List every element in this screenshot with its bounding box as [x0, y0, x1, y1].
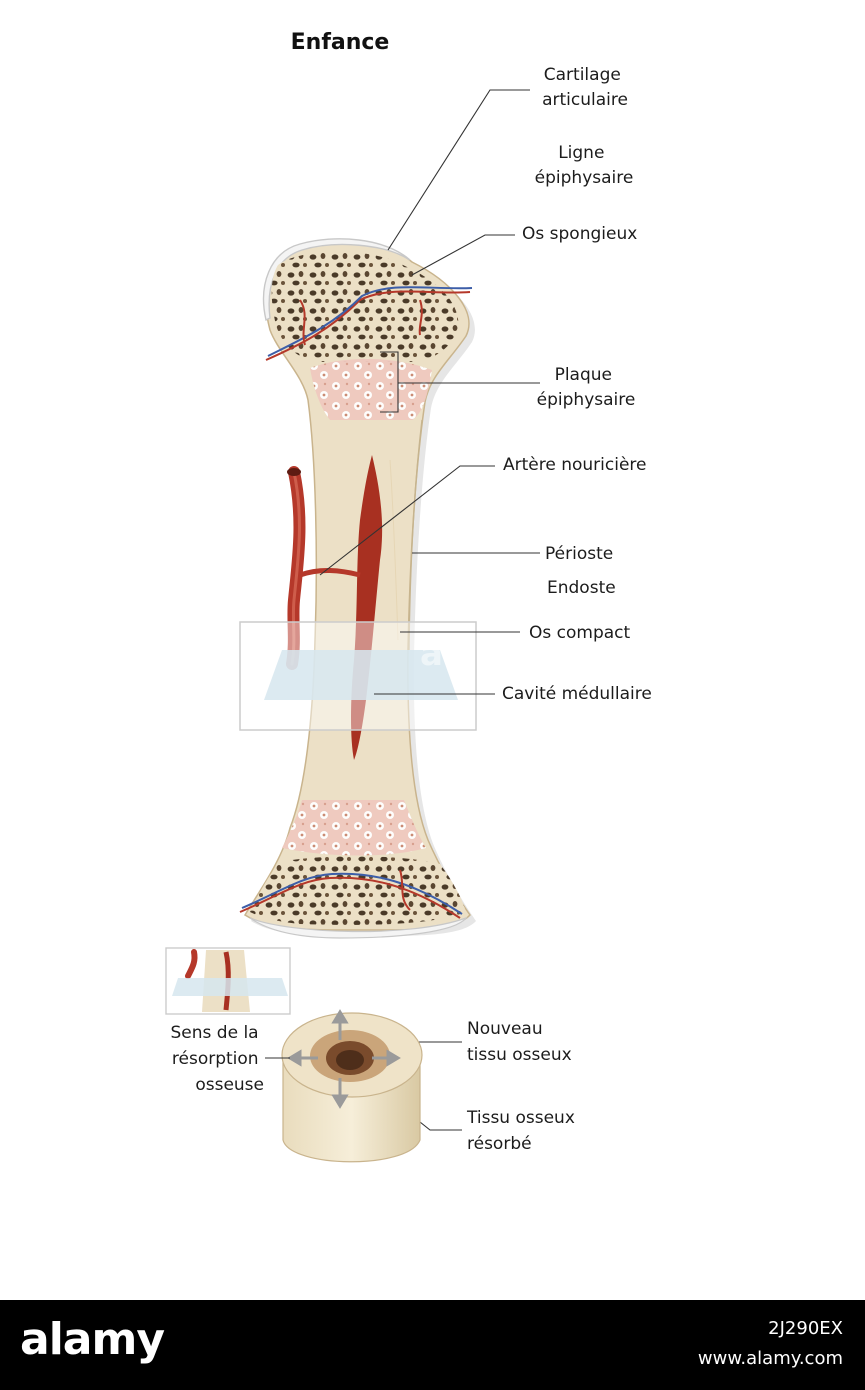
label-perioste: Périoste	[545, 544, 613, 564]
vessels-bottom	[239, 869, 463, 919]
label-sens-resorption: Sens de la résorption osseuse	[171, 1023, 265, 1095]
spongy-bone-top	[271, 251, 459, 362]
label-nouveau-tissu: Nouveau tissu osseux	[467, 1019, 572, 1065]
image-id: 2J290EX	[768, 1318, 843, 1339]
bone-cross-section	[281, 1009, 423, 1163]
growth-plate-bottom	[282, 800, 426, 856]
section-zoom-box	[239, 621, 477, 731]
vessels-top	[265, 286, 473, 361]
inset-zoom	[165, 947, 291, 1015]
label-endoste: Endoste	[547, 578, 616, 598]
bone-diagram: Enfance	[165, 30, 652, 1163]
footer-bar: alamy 2J290EX www.alamy.com	[0, 1300, 865, 1390]
label-cartilage-articulaire: Cartilage articulaire	[542, 65, 628, 110]
label-cavite-medullaire: Cavité médullaire	[502, 684, 652, 704]
label-tissu-resorbe: Tissu osseux résorbé	[466, 1108, 580, 1154]
alamy-logo: alamy	[20, 1314, 165, 1365]
growth-plate-top	[310, 358, 432, 420]
watermark: alamy	[420, 634, 535, 674]
label-ligne-epiphysaire: Ligne épiphysaire	[535, 143, 634, 188]
label-os-spongieux: Os spongieux	[522, 224, 637, 244]
diagram-title: Enfance	[291, 30, 390, 55]
spongy-bone-bottom	[250, 856, 466, 925]
label-artere-nouriciere: Artère nouricière	[503, 455, 647, 475]
label-plaque-epiphysaire: Plaque épiphysaire	[537, 365, 636, 410]
nutrient-artery	[286, 466, 361, 670]
label-os-compact: Os compact	[529, 623, 631, 643]
footer-url: www.alamy.com	[697, 1348, 843, 1369]
bone-illustration	[239, 238, 476, 939]
